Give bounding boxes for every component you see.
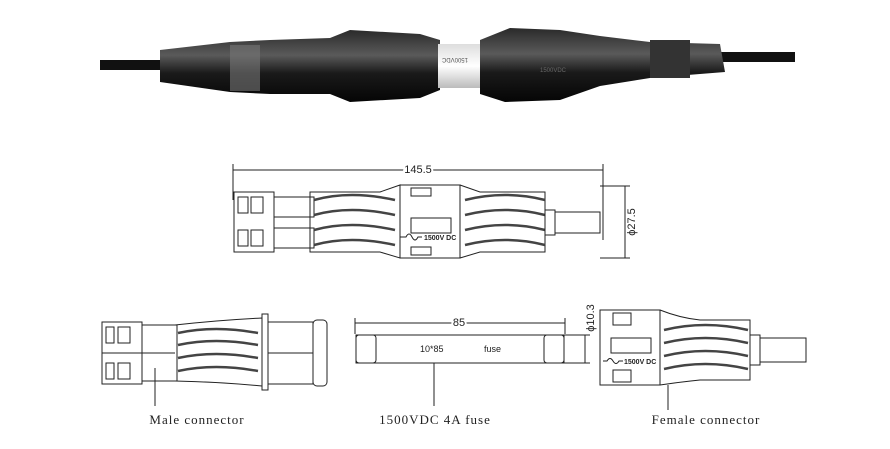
female-marking: 1500VDC <box>540 68 567 74</box>
fuse-body-label: fuse <box>484 344 501 354</box>
cable-right <box>720 52 795 62</box>
connector-photo: 1500VDC 1500VDC <box>100 28 795 102</box>
fuse-caption: 1500VDC 4A fuse <box>379 412 491 427</box>
diameter-dimension: ϕ27.5 <box>626 208 638 236</box>
female-connector-drawing <box>599 309 807 410</box>
fuse-length-dimension: 85 <box>453 317 465 329</box>
male-connector-drawing <box>101 313 328 406</box>
cable-left <box>100 60 170 70</box>
fuse-diameter-dimension: ϕ10.3 <box>585 304 597 332</box>
assembly-drawing <box>232 164 630 259</box>
female-connector-caption: Female connector <box>652 412 761 427</box>
length-dimension: 145.5 <box>404 164 432 176</box>
female-rating-label: 1500V DC <box>624 359 656 366</box>
fuse-drawing <box>354 318 590 406</box>
fuse-photo <box>438 44 486 88</box>
male-connector-caption: Male connector <box>149 412 244 427</box>
fuse-size-label: 10*85 <box>420 344 444 354</box>
rating-label: 1500V DC <box>424 235 456 242</box>
male-connector-photo <box>160 30 440 102</box>
fuse-marking: 1500VDC <box>441 56 468 62</box>
